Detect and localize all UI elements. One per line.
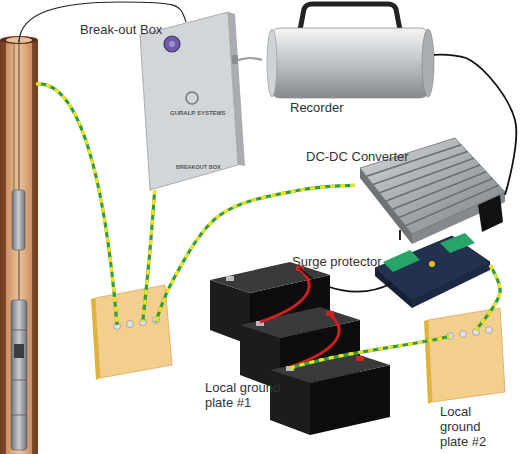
terminal-block <box>383 250 420 272</box>
earth-wire <box>143 190 155 322</box>
node-label: Break-out Box <box>80 22 162 37</box>
plate-edge <box>424 320 432 404</box>
connector-pin <box>169 41 175 47</box>
sonde-joint <box>11 330 27 331</box>
carry-handle <box>300 4 400 30</box>
logo-mark <box>186 92 198 104</box>
recorder: Recorder <box>262 2 434 100</box>
breakout-box: Break-out Box <box>140 12 238 190</box>
borehole-cable <box>14 42 15 190</box>
node-label: Local ground plate #2 <box>440 404 500 449</box>
earth-wire <box>476 265 500 330</box>
earth-wire <box>36 84 117 325</box>
borehole-casing <box>0 40 38 454</box>
product-marking: GURALP SYSTEMS <box>170 110 226 116</box>
cable-path <box>156 185 355 322</box>
sensor-cable <box>19 2 186 42</box>
dc-dc-converter: DC-DC Converter <box>355 135 505 230</box>
borehole <box>0 36 38 454</box>
sonde-lock <box>14 344 24 358</box>
borehole-cable <box>19 40 20 300</box>
plate-face <box>428 308 505 402</box>
sonde-joint <box>11 415 27 416</box>
node-label: Recorder <box>290 100 343 115</box>
earth-wire-green <box>290 336 450 368</box>
surge-protector <box>375 233 490 308</box>
ground-plate <box>424 308 505 404</box>
plate-hole <box>486 327 493 334</box>
cable-stripe <box>143 190 155 322</box>
product-marking: BREAKOUT BOX <box>176 164 221 170</box>
node-label: Local ground plate #1 <box>205 380 300 410</box>
battery <box>270 352 390 435</box>
borehole-interior <box>6 40 32 454</box>
recorder <box>267 4 434 98</box>
box-face <box>140 12 238 190</box>
cable-stripe <box>156 185 355 322</box>
cable-path <box>434 55 516 195</box>
cable-path <box>476 265 500 330</box>
earth-wire <box>290 336 450 368</box>
converter-plug <box>478 195 503 232</box>
seismometer-sonde <box>11 300 27 450</box>
earth-wire-green <box>36 84 117 325</box>
node-label: Surge protector <box>292 254 382 269</box>
earth-wire-yellow <box>290 336 450 368</box>
earth-wire-yellow <box>36 84 117 325</box>
plate-hole <box>127 321 134 328</box>
battery-jumper <box>260 268 309 322</box>
breakout-box <box>140 12 245 190</box>
cable <box>238 58 262 60</box>
cable-path <box>238 58 262 60</box>
battery-terminal <box>356 356 364 361</box>
plate-face <box>95 285 172 378</box>
earth-wire <box>156 185 355 322</box>
ground-plate: Local ground plate #1 <box>95 322 172 378</box>
recorder-end <box>422 29 434 97</box>
cable-stripe <box>476 265 500 330</box>
plate-hole <box>460 331 467 338</box>
recorder-body <box>270 28 430 98</box>
connector-knob <box>164 36 180 52</box>
cable-path <box>399 230 401 240</box>
box-socket <box>232 55 238 64</box>
battery-terminal <box>226 276 234 281</box>
cable <box>399 230 400 240</box>
cable <box>434 55 516 195</box>
surge-protector: Surge protector <box>372 240 490 300</box>
sensor-module <box>12 190 25 250</box>
sonde-joint <box>11 380 27 381</box>
indicator <box>429 261 435 267</box>
battery-lead <box>300 268 392 292</box>
cable-path <box>143 190 155 322</box>
ground-plate: Local ground plate #2 <box>428 330 505 402</box>
terminal-block <box>440 233 475 253</box>
plate-edge <box>91 298 100 380</box>
node-label: DC-DC Converter <box>306 149 409 164</box>
recorder-end <box>267 29 277 97</box>
ground-plate <box>91 285 172 380</box>
